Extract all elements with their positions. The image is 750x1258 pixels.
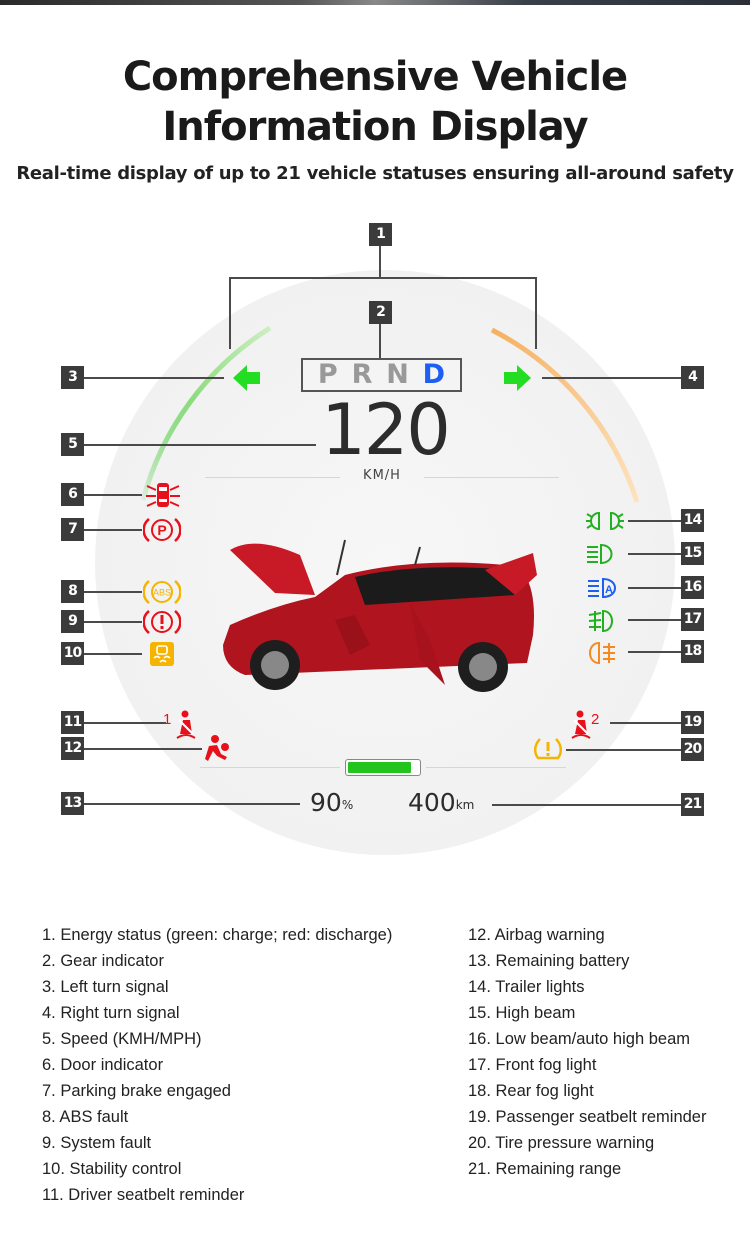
- callout-2: 2: [369, 301, 392, 324]
- stability-control-icon: [150, 642, 174, 666]
- legend-item: 10. Stability control: [42, 1160, 182, 1178]
- page-subtitle: Real-time display of up to 21 vehicle st…: [16, 163, 734, 184]
- gear-indicator: P R N D: [301, 358, 462, 392]
- right-turn-arrow-icon: [504, 365, 531, 391]
- callout-9: 9: [61, 610, 84, 633]
- car-image: [223, 539, 537, 692]
- callout-20: 20: [681, 738, 704, 761]
- svg-text:2: 2: [591, 711, 599, 728]
- callout-10: 10: [61, 642, 84, 665]
- callout-4: 4: [681, 366, 704, 389]
- legend-item: 12. Airbag warning: [468, 926, 605, 944]
- legend-item: 21. Remaining range: [468, 1160, 622, 1178]
- legend-item: 9. System fault: [42, 1134, 152, 1152]
- legend-item: 13. Remaining battery: [468, 952, 630, 970]
- callout-3: 3: [61, 366, 84, 389]
- callout-14: 14: [681, 509, 704, 532]
- speed-unit: KM/H: [363, 468, 401, 483]
- callout-12: 12: [61, 737, 84, 760]
- callout-13: 13: [61, 792, 84, 815]
- legend-item: 11. Driver seatbelt reminder: [42, 1186, 245, 1204]
- legend-item: 5. Speed (KMH/MPH): [42, 1030, 202, 1048]
- legend-item: 2. Gear indicator: [42, 952, 164, 970]
- system-fault-icon: [143, 610, 181, 634]
- gear-p: P: [317, 359, 338, 390]
- callout-21: 21: [681, 793, 704, 816]
- legend-item: 17. Front fog light: [468, 1056, 597, 1074]
- callout-16: 16: [681, 576, 704, 599]
- passenger-seatbelt-icon: 2: [571, 710, 599, 739]
- callout-6: 6: [61, 483, 84, 506]
- door-open-icon: [146, 483, 180, 507]
- gear-d-active: D: [422, 359, 446, 390]
- speed-value: 120: [321, 389, 451, 471]
- legend-item: 4. Right turn signal: [42, 1004, 180, 1022]
- parking-brake-icon: P: [143, 518, 181, 542]
- legend-item: 8. ABS fault: [42, 1108, 129, 1126]
- callout-18: 18: [681, 640, 704, 663]
- legend-item: 18. Rear fog light: [468, 1082, 594, 1100]
- legend-item: 20. Tire pressure warning: [468, 1134, 655, 1152]
- legend-right: 12. Airbag warning 13. Remaining battery…: [468, 922, 706, 1182]
- energy-arcs: [140, 325, 640, 503]
- battery-fill: [348, 762, 411, 773]
- tire-pressure-icon: [534, 738, 562, 760]
- driver-seatbelt-icon: 1: [163, 710, 196, 739]
- callout-5: 5: [61, 433, 84, 456]
- battery-level-bar: [345, 759, 421, 776]
- energy-arc-charge: [140, 325, 272, 501]
- callout-17: 17: [681, 608, 704, 631]
- svg-text:P: P: [157, 522, 166, 538]
- callout-7: 7: [61, 518, 84, 541]
- rear-fog-light-icon: [589, 641, 615, 665]
- svg-text:A: A: [605, 584, 613, 596]
- legend-item: 15. High beam: [468, 1004, 576, 1022]
- airbag-warning-icon: [205, 735, 229, 761]
- high-beam-icon: [587, 543, 613, 565]
- battery-percent: 90%: [310, 788, 354, 817]
- gear-r: R: [351, 359, 373, 390]
- front-fog-light-icon: [588, 609, 613, 633]
- legend-left: 1. Energy status (green: charge; red: di…: [42, 922, 392, 1208]
- legend-item: 3. Left turn signal: [42, 978, 169, 996]
- energy-arc-discharge: [490, 327, 640, 503]
- callout-19: 19: [681, 711, 704, 734]
- callout-15: 15: [681, 542, 704, 565]
- legend-item: 19. Passenger seatbelt reminder: [468, 1108, 707, 1126]
- callout-8: 8: [61, 580, 84, 603]
- legend-item: 6. Door indicator: [42, 1056, 164, 1074]
- trailer-lights-icon: [586, 511, 624, 531]
- left-turn-arrow-icon: [233, 365, 260, 391]
- gear-n: N: [386, 359, 409, 390]
- svg-text:ABS: ABS: [153, 588, 171, 598]
- legend-item: 1. Energy status (green: charge; red: di…: [42, 926, 393, 944]
- svg-text:1: 1: [163, 711, 171, 728]
- callout-1: 1: [369, 223, 392, 246]
- callout-11: 11: [61, 711, 84, 734]
- legend-item: 7. Parking brake engaged: [42, 1082, 231, 1100]
- remaining-range: 400km: [408, 788, 475, 817]
- abs-fault-icon: ABS: [143, 580, 181, 604]
- top-image-strip: [0, 0, 750, 5]
- legend-item: 14. Trailer lights: [468, 978, 585, 996]
- legend-item: 16. Low beam/auto high beam: [468, 1030, 690, 1048]
- auto-high-beam-icon: A: [588, 577, 616, 599]
